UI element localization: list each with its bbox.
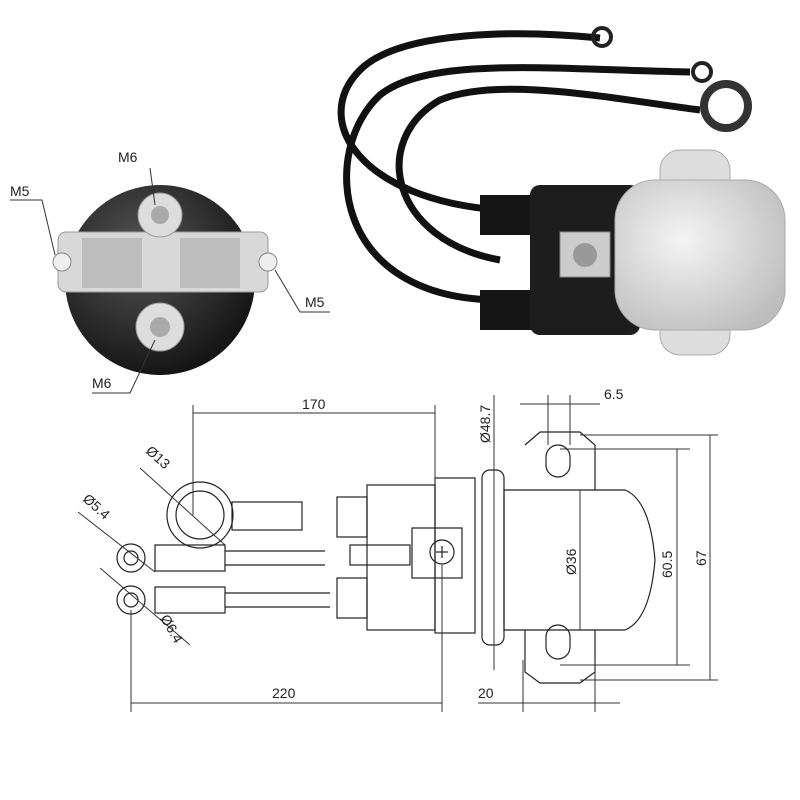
dimension-labels: 170 6.5 Ø48.7 Ø13 Ø5.4 Ø6.4 Ø36 60.5 67 …	[80, 386, 709, 701]
side-view-drawing	[116, 431, 656, 684]
dim-67: 67	[693, 550, 709, 566]
dimension-lines	[77, 395, 718, 712]
label-bottom-m6: M6	[92, 375, 112, 391]
label-right-m5: M5	[305, 294, 325, 310]
dim-6-5: 6.5	[604, 386, 624, 402]
side-view-photo	[337, 26, 786, 356]
front-view-photo	[52, 185, 278, 375]
front-view-callouts: M6 M5 M5 M6	[10, 149, 330, 394]
dim-flange-dia: Ø48.7	[477, 405, 493, 443]
dim-60-5: 60.5	[659, 551, 675, 578]
label-top-m6: M6	[118, 149, 138, 165]
dim-20: 20	[478, 685, 494, 701]
dim-170: 170	[302, 396, 326, 412]
dim-220: 220	[272, 685, 296, 701]
dim-body-36: Ø36	[563, 548, 579, 575]
dim-ring-6-4: Ø6.4	[157, 612, 186, 646]
dim-ring-13: Ø13	[143, 442, 174, 472]
label-left-m5: M5	[10, 183, 30, 199]
